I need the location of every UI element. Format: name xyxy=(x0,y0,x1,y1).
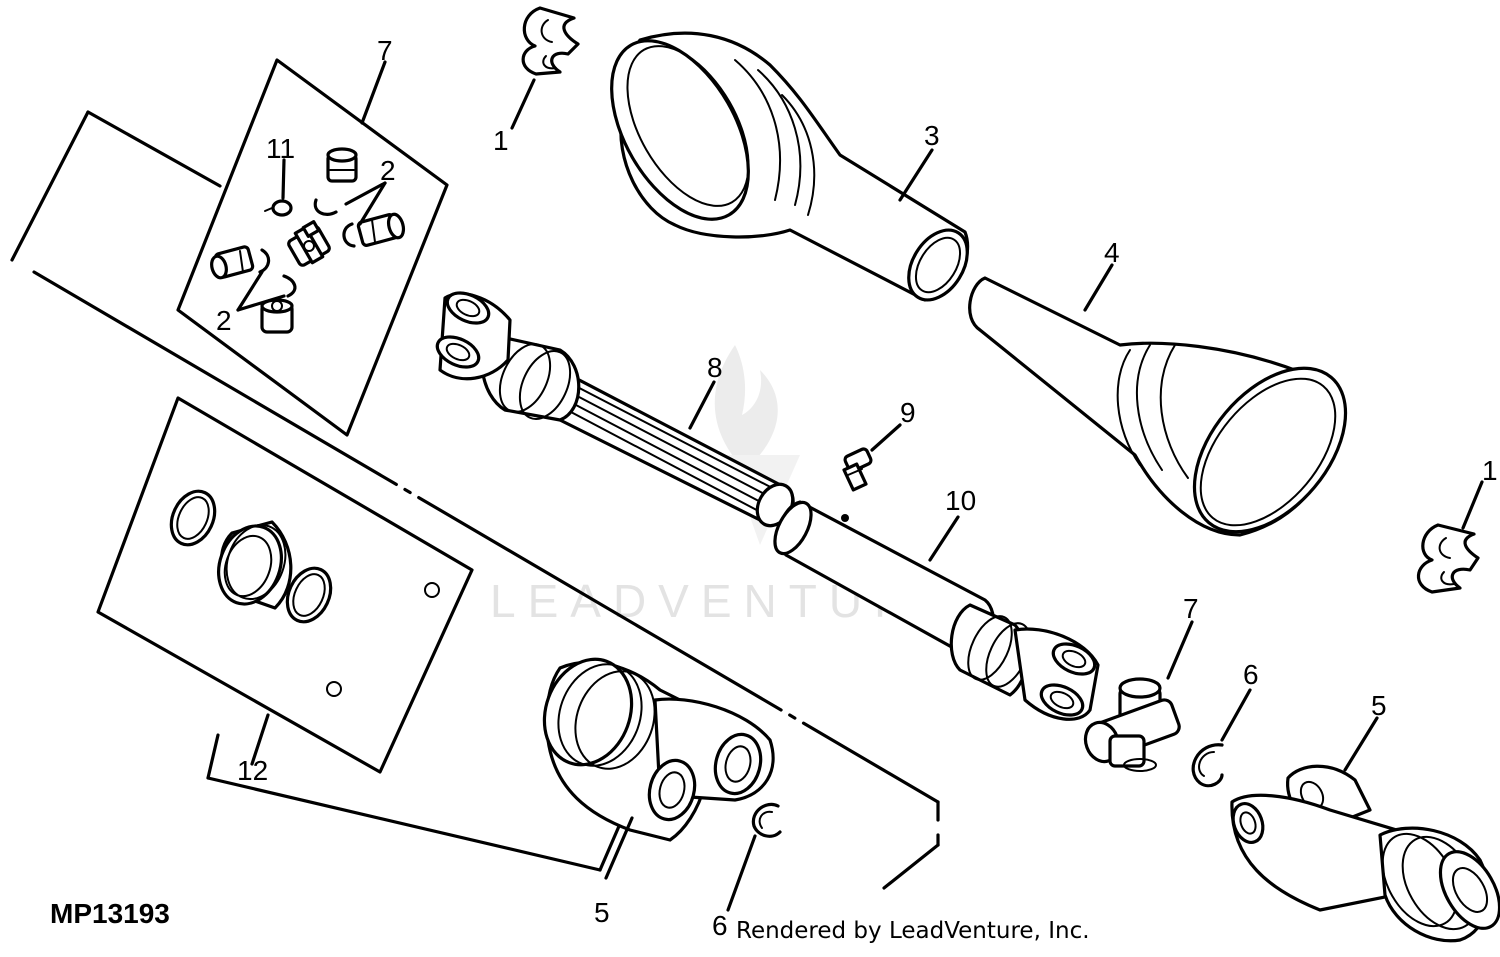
snap-ring-icon xyxy=(1191,688,1252,788)
callout-1-top: 1 xyxy=(493,125,509,156)
yoke-collar-right xyxy=(1230,716,1500,943)
outer-shield-cone xyxy=(610,31,970,302)
callout-7-cross: 7 xyxy=(1183,593,1199,624)
callout-6-right: 6 xyxy=(1243,659,1259,690)
yoke-collar-bottom xyxy=(542,657,775,880)
bearing-cup-icon xyxy=(210,245,255,280)
callout-7-kit: 7 xyxy=(377,35,393,66)
callout-10: 10 xyxy=(945,485,976,516)
shield-clip-right-icon xyxy=(1416,480,1484,594)
cross-spider-icon xyxy=(287,220,331,267)
inner-yoke-splined-shaft xyxy=(435,291,795,528)
callout-2-upper: 2 xyxy=(380,155,396,186)
snap-ring-icon xyxy=(282,274,297,298)
bearing-cup-icon xyxy=(326,147,358,183)
o-ring-icon xyxy=(285,566,333,624)
callout-4: 4 xyxy=(1104,237,1120,268)
cross-assembly-icon xyxy=(1083,620,1194,772)
bearing-cup-icon xyxy=(260,298,294,334)
bearing-cup-icon xyxy=(356,212,406,247)
snap-ring-icon xyxy=(726,802,782,912)
assembly-bracket-lines xyxy=(10,110,940,890)
o-ring-icon xyxy=(169,489,217,547)
mounting-hole-icon xyxy=(424,582,440,598)
seal-kit-box xyxy=(96,396,628,872)
bearing-sleeve-icon xyxy=(217,520,293,610)
callout-6-bottom: 6 xyxy=(712,910,728,941)
drawing-code: MP13193 xyxy=(50,898,170,929)
callout-11: 11 xyxy=(266,133,295,164)
mounting-hole-icon xyxy=(326,681,342,697)
callout-5-bottom: 5 xyxy=(594,897,610,928)
outer-yoke-tube xyxy=(773,500,1100,721)
shield-clip-top-icon xyxy=(510,6,580,130)
grease-fitting-icon xyxy=(264,158,293,217)
callout-3: 3 xyxy=(924,120,940,151)
snap-ring-icon xyxy=(313,198,338,216)
grease-fitting-icon xyxy=(842,423,902,492)
callout-labels: 1 7 11 2 2 3 4 8 9 10 1 7 6 5 12 5 6 xyxy=(216,35,1498,941)
callout-1-right: 1 xyxy=(1482,455,1498,486)
snap-ring-icon xyxy=(342,222,356,248)
callout-2-lower: 2 xyxy=(216,305,232,336)
snap-ring-icon xyxy=(258,248,271,274)
callout-12: 12 xyxy=(237,755,268,786)
cross-kit-box xyxy=(176,58,449,437)
inner-shield-cone xyxy=(968,263,1348,537)
callout-8: 8 xyxy=(707,352,723,383)
callout-5-right: 5 xyxy=(1371,690,1387,721)
render-credit: Rendered by LeadVenture, Inc. xyxy=(736,918,1090,944)
callout-9: 9 xyxy=(900,397,916,428)
